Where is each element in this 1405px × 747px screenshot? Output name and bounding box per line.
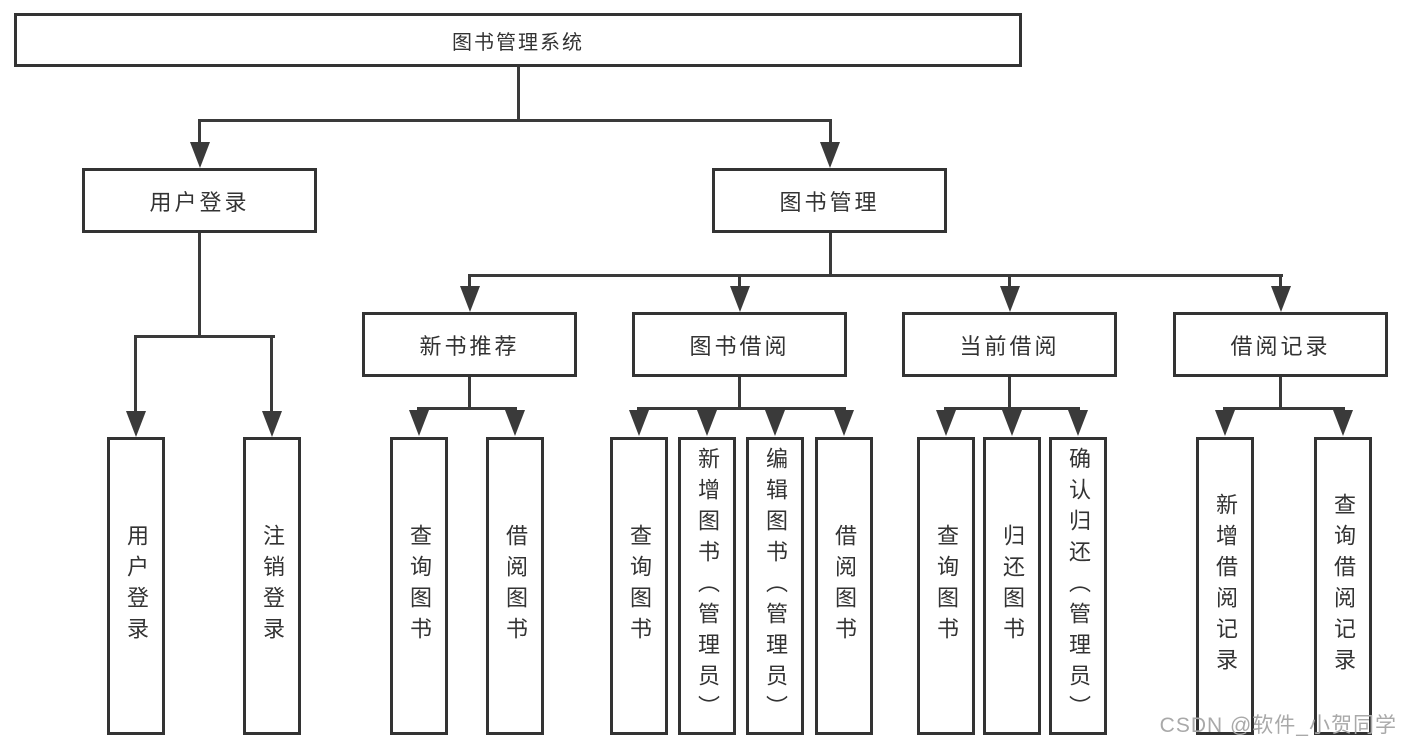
leaf-edit-book-admin: 编辑图书（管理员） bbox=[746, 437, 804, 735]
arrowhead-g2-leaf2 bbox=[697, 410, 717, 436]
arrowhead-book-mgmt bbox=[820, 142, 840, 168]
leaf-borrow-books-recommend: 借阅图书 bbox=[486, 437, 544, 735]
leaf-query-books-current: 查询图书 bbox=[917, 437, 975, 735]
arrowhead-current-borrow bbox=[1000, 286, 1020, 312]
leaf-query-books-borrow: 查询图书 bbox=[610, 437, 668, 735]
leaf-edit-book-admin-label: 编辑图书（管理员） bbox=[763, 446, 788, 726]
arrowhead-book-borrow bbox=[730, 286, 750, 312]
leaf-add-borrow-record-label: 新增借阅记录 bbox=[1213, 493, 1238, 679]
connector-group2-hline bbox=[637, 407, 846, 410]
connector-group2-stem bbox=[738, 377, 741, 410]
node-root: 图书管理系统 bbox=[14, 13, 1022, 67]
node-book-borrow: 图书借阅 bbox=[632, 312, 847, 377]
leaf-confirm-return-admin-label: 确认归还（管理员） bbox=[1066, 446, 1091, 726]
arrowhead-g3-leaf2 bbox=[1002, 410, 1022, 436]
connector-root-stem bbox=[517, 67, 520, 122]
node-current-borrow-label: 当前借阅 bbox=[959, 333, 1060, 359]
leaf-borrow-books-label: 借阅图书 bbox=[832, 524, 857, 648]
arrowhead-g2-leaf3 bbox=[765, 410, 785, 436]
leaf-query-books-recommend-label: 查询图书 bbox=[407, 524, 432, 648]
node-book-management-label: 图书管理 bbox=[779, 189, 880, 215]
connector-group3-stem bbox=[1008, 377, 1011, 410]
connector-book-mgmt-drop bbox=[829, 119, 832, 143]
arrowhead-user-login-leaf2 bbox=[262, 411, 282, 437]
leaf-query-books-current-label: 查询图书 bbox=[934, 524, 959, 648]
node-root-label: 图书管理系统 bbox=[452, 31, 584, 54]
leaf-borrow-books-recommend-label: 借阅图书 bbox=[503, 524, 528, 648]
arrowhead-new-book bbox=[460, 286, 480, 312]
arrowhead-g3-leaf1 bbox=[936, 410, 956, 436]
arrowhead-user-login-leaf1 bbox=[126, 411, 146, 437]
leaf-user-login-label: 用户登录 bbox=[124, 524, 149, 648]
csdn-watermark: CSDN @软件_小贺同学 bbox=[1159, 714, 1397, 737]
connector-book-borrow-drop bbox=[738, 274, 741, 288]
connector-group4-stem bbox=[1279, 377, 1282, 410]
node-user-login-label: 用户登录 bbox=[149, 189, 250, 215]
connector-user-login-leaf1-drop bbox=[134, 335, 137, 413]
leaf-add-book-admin-label: 新增图书（管理员） bbox=[695, 446, 720, 726]
node-borrow-records-label: 借阅记录 bbox=[1230, 333, 1331, 359]
node-new-book-recommend: 新书推荐 bbox=[362, 312, 577, 377]
connector-group1-hline bbox=[417, 407, 517, 410]
connector-current-borrow-drop bbox=[1008, 274, 1011, 288]
arrowhead-g4-leaf2 bbox=[1333, 410, 1353, 436]
leaf-borrow-books: 借阅图书 bbox=[815, 437, 873, 735]
leaf-add-book-admin: 新增图书（管理员） bbox=[678, 437, 736, 735]
leaf-query-books-borrow-label: 查询图书 bbox=[627, 524, 652, 648]
arrowhead-borrow-records bbox=[1271, 286, 1291, 312]
arrowhead-g2-leaf1 bbox=[629, 410, 649, 436]
node-book-borrow-label: 图书借阅 bbox=[689, 333, 790, 359]
leaf-return-book: 归还图书 bbox=[983, 437, 1041, 735]
connector-user-login-stem bbox=[198, 233, 201, 338]
connector-book-mgmt-stem bbox=[829, 233, 832, 277]
connector-level1-hline bbox=[198, 119, 832, 122]
arrowhead-g3-leaf3 bbox=[1068, 410, 1088, 436]
leaf-add-borrow-record: 新增借阅记录 bbox=[1196, 437, 1254, 735]
connector-borrow-records-drop bbox=[1279, 274, 1282, 288]
node-borrow-records: 借阅记录 bbox=[1173, 312, 1388, 377]
arrowhead-g1-leaf1 bbox=[409, 410, 429, 436]
node-book-management: 图书管理 bbox=[712, 168, 947, 233]
leaf-query-books-recommend: 查询图书 bbox=[390, 437, 448, 735]
leaf-query-borrow-record-label: 查询借阅记录 bbox=[1331, 493, 1356, 679]
arrowhead-user-login bbox=[190, 142, 210, 168]
connector-group1-stem bbox=[468, 377, 471, 410]
leaf-confirm-return-admin: 确认归还（管理员） bbox=[1049, 437, 1107, 735]
leaf-user-login: 用户登录 bbox=[107, 437, 165, 735]
connector-user-login-leaf2-drop bbox=[270, 335, 273, 413]
connector-user-login-hline bbox=[135, 335, 275, 338]
leaf-logout-label: 注销登录 bbox=[260, 524, 285, 648]
arrowhead-g4-leaf1 bbox=[1215, 410, 1235, 436]
connector-level3-hline bbox=[468, 274, 1283, 277]
leaf-logout: 注销登录 bbox=[243, 437, 301, 735]
leaf-return-book-label: 归还图书 bbox=[1000, 524, 1025, 648]
connector-group4-hline bbox=[1223, 407, 1345, 410]
leaf-query-borrow-record: 查询借阅记录 bbox=[1314, 437, 1372, 735]
arrowhead-g2-leaf4 bbox=[834, 410, 854, 436]
connector-group3-hline bbox=[944, 407, 1080, 410]
connector-new-book-drop bbox=[468, 274, 471, 288]
node-current-borrow: 当前借阅 bbox=[902, 312, 1117, 377]
arrowhead-g1-leaf2 bbox=[505, 410, 525, 436]
connector-user-login-drop bbox=[198, 119, 201, 143]
node-user-login: 用户登录 bbox=[82, 168, 317, 233]
node-new-book-recommend-label: 新书推荐 bbox=[419, 333, 520, 359]
